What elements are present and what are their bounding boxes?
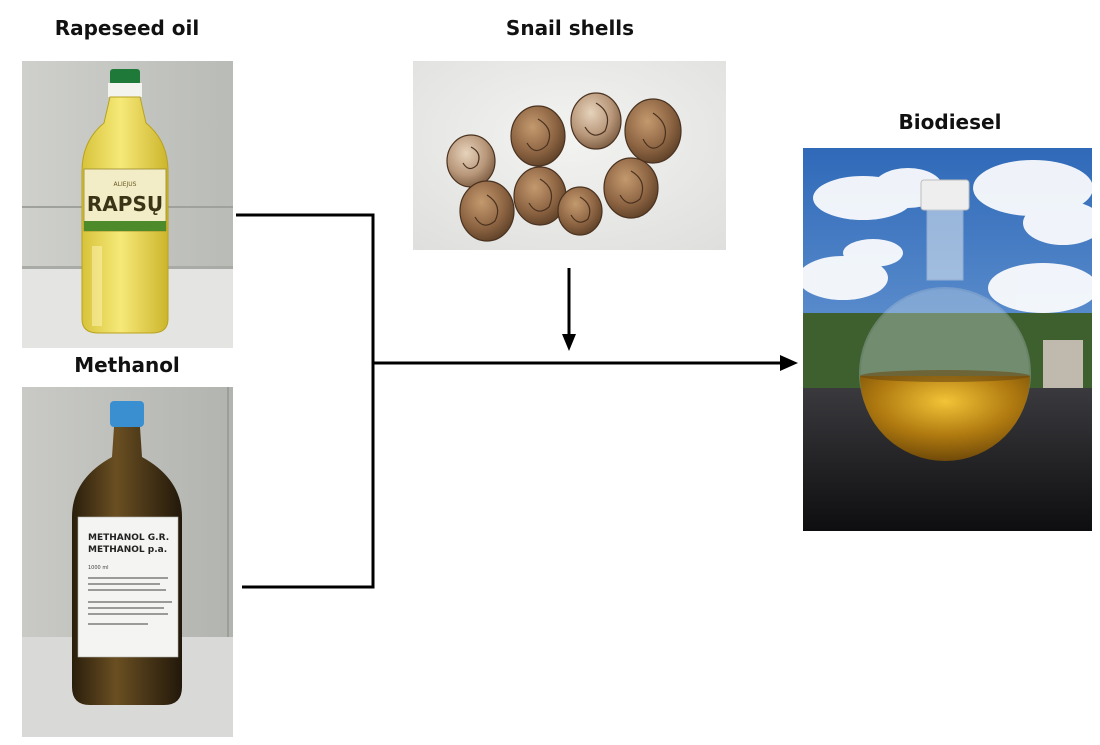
rapeseed-connector xyxy=(236,215,373,363)
methanol-connector xyxy=(242,363,373,587)
main-arrowhead xyxy=(780,355,798,371)
snail-shells-arrowhead xyxy=(562,334,576,351)
